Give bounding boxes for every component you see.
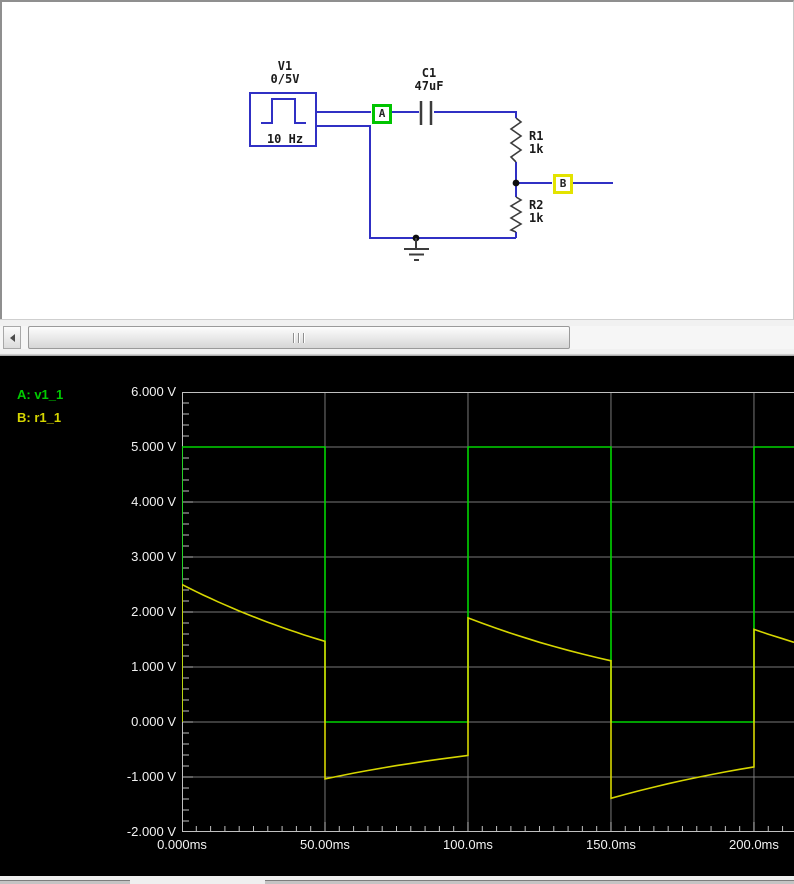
x-tick-label: 150.0ms — [586, 837, 636, 852]
plot-hscrollbar-segment-left[interactable] — [0, 880, 130, 884]
resistor-r2-symbol[interactable] — [509, 196, 523, 233]
grip-icon — [293, 333, 305, 343]
y-tick-label: 1.000 V — [131, 659, 176, 674]
trace-a — [182, 446, 794, 723]
capacitor-symbol[interactable] — [419, 101, 433, 125]
r2-value-label: 1k — [529, 211, 544, 225]
y-tick-label: 5.000 V — [131, 439, 176, 454]
plot-hscrollbar-segment-right[interactable] — [265, 880, 794, 884]
r1-value-label: 1k — [529, 142, 544, 156]
schematic-pane: V1 0/5V 10 Hz C1 47uF R1 1k R2 1k A B — [0, 0, 794, 319]
x-tick-label: 0.000ms — [157, 837, 207, 852]
x-tick-label: 100.0ms — [443, 837, 493, 852]
square-wave-icon — [261, 98, 306, 124]
left-arrow-icon — [9, 333, 15, 342]
ground-icon[interactable] — [404, 238, 429, 261]
x-tick-label: 50.00ms — [300, 837, 350, 852]
v1-frequency-label: 10 Hz — [266, 132, 304, 146]
c1-value-label: 47uF — [414, 79, 444, 93]
waveform-pane: A: v1_1 B: r1_1 6.000 V 5.000 V 4.000 V 3.0… — [0, 356, 794, 876]
probe-a-marker[interactable]: A — [372, 104, 392, 124]
v1-range-label: 0/5V — [270, 72, 300, 86]
schematic-drawing — [249, 92, 613, 261]
resistor-r1-symbol[interactable] — [509, 117, 523, 163]
hscrollbar-left-button[interactable] — [3, 326, 21, 349]
legend-entry-b: B: r1_1 — [17, 410, 62, 425]
x-tick-label: 200.0ms — [729, 837, 779, 852]
wire-capacitor-to-r1[interactable] — [434, 111, 517, 118]
trace-b — [182, 583, 794, 800]
c1-name-label: C1 — [421, 66, 437, 80]
waveform-plot[interactable] — [182, 392, 794, 832]
hscrollbar-thumb[interactable] — [28, 326, 570, 349]
y-tick-label: 0.000 V — [131, 714, 176, 729]
pane-divider — [0, 353, 794, 356]
probe-b-letter: B — [559, 177, 567, 190]
r1-name-label: R1 — [529, 129, 544, 143]
schematic-hscrollbar — [0, 319, 794, 353]
junction-dot-b — [512, 179, 520, 187]
plot-hscrollbar — [0, 876, 794, 884]
probe-a-letter: A — [378, 107, 386, 120]
y-tick-label: 3.000 V — [131, 549, 176, 564]
v1-name-label: V1 — [277, 59, 293, 73]
voltage-source-symbol[interactable] — [249, 92, 317, 147]
wire-return-ground[interactable] — [316, 125, 516, 239]
y-tick-label: -1.000 V — [126, 769, 176, 784]
y-tick-label: 2.000 V — [131, 604, 176, 619]
y-tick-label: -2.000 V — [126, 824, 176, 839]
y-tick-label: 4.000 V — [131, 494, 176, 509]
y-tick-label: 6.000 V — [131, 384, 176, 399]
probe-b-marker[interactable]: B — [553, 174, 573, 194]
legend-entry-a: A: v1_1 — [17, 387, 64, 402]
r2-name-label: R2 — [529, 198, 544, 212]
